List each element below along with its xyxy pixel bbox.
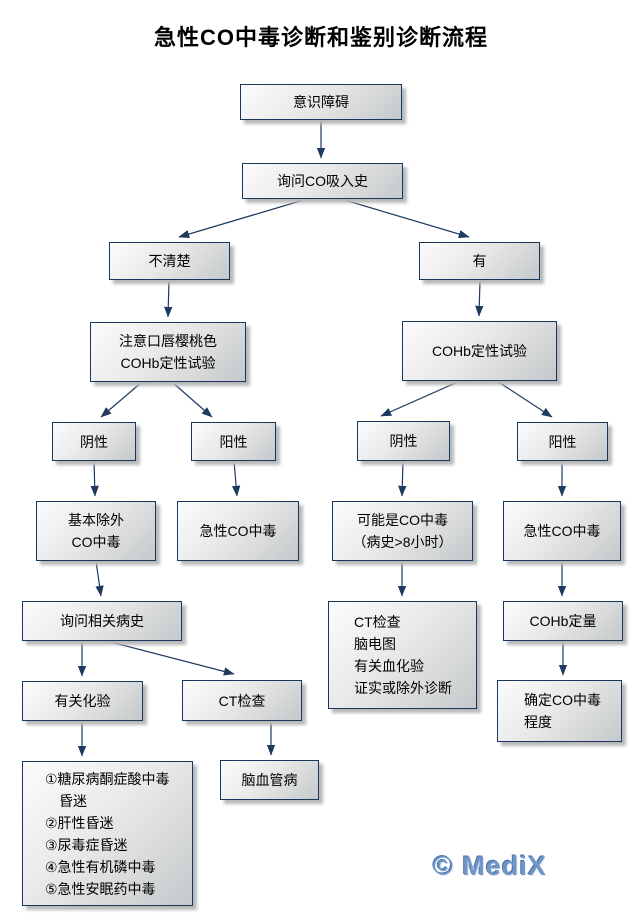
node-label: ①糖尿病酮症酸中毒 昏迷 ②肝性昏迷 ③尿毒症昏迷 ④急性有机磷中毒 ⑤急性安眠… bbox=[45, 770, 170, 897]
node-related-tests: 有关化验 bbox=[22, 681, 143, 721]
node-label: 询问CO吸入史 bbox=[277, 173, 368, 189]
node-yes: 有 bbox=[419, 242, 540, 280]
node-ct-eeg-panel: CT检查 脑电图 有关血化验 证实或除外诊断 bbox=[328, 601, 477, 709]
node-label: 有关化验 bbox=[54, 693, 111, 709]
node-label: 确定CO中毒 程度 bbox=[524, 692, 601, 730]
node-label: 急性CO中毒 bbox=[199, 523, 277, 539]
node-label: COHb定性试验 bbox=[432, 343, 527, 359]
node-possible-co: 可能是CO中毒 （病史>8小时） bbox=[332, 501, 473, 561]
node-ask-co-history: 询问CO吸入史 bbox=[242, 163, 403, 199]
node-label: 基本除外 CO中毒 bbox=[68, 512, 124, 550]
node-acute-co-left: 急性CO中毒 bbox=[177, 501, 299, 561]
node-differential-list: ①糖尿病酮症酸中毒 昏迷 ②肝性昏迷 ③尿毒症昏迷 ④急性有机磷中毒 ⑤急性安眠… bbox=[22, 761, 193, 906]
node-unclear: 不清楚 bbox=[109, 242, 230, 280]
medix-logo: © MediX bbox=[433, 851, 547, 881]
node-label: 询问相关病史 bbox=[60, 613, 144, 629]
node-cerebrovascular-disease: 脑血管病 bbox=[220, 760, 319, 800]
page-title: 急性CO中毒诊断和鉴别诊断流程 bbox=[153, 25, 488, 50]
node-cherry-lips-cohb-test: 注意口唇樱桃色 COHb定性试验 bbox=[90, 322, 246, 382]
node-consciousness-disorder: 意识障碍 bbox=[240, 84, 402, 120]
node-ct-exam: CT检查 bbox=[182, 680, 302, 721]
node-cohb-quantitative: COHb定量 bbox=[503, 601, 623, 641]
node-rule-out-co: 基本除外 CO中毒 bbox=[36, 501, 156, 561]
node-label: 阴性 bbox=[80, 433, 108, 450]
node-label: 可能是CO中毒 （病史>8小时） bbox=[352, 512, 453, 550]
node-ask-related-history: 询问相关病史 bbox=[22, 601, 182, 641]
node-label: 阴性 bbox=[389, 433, 418, 449]
node-label: 阳性 bbox=[548, 433, 577, 450]
node-confirm-co-degree: 确定CO中毒 程度 bbox=[497, 680, 622, 742]
node-label: CT检查 bbox=[218, 692, 266, 709]
node-label: COHb定量 bbox=[529, 613, 597, 629]
node-cohb-qualitative-test: COHb定性试验 bbox=[402, 321, 557, 381]
node-label: 注意口唇樱桃色 COHb定性试验 bbox=[119, 333, 217, 371]
node-label: 急性CO中毒 bbox=[523, 523, 601, 539]
node-label: 阳性 bbox=[219, 433, 248, 450]
node-label: 有 bbox=[472, 253, 487, 269]
node-negative-left: 阴性 bbox=[52, 422, 136, 461]
node-label: 脑血管病 bbox=[241, 772, 298, 788]
node-label: 意识障碍 bbox=[293, 94, 349, 110]
node-acute-co-right: 急性CO中毒 bbox=[503, 501, 621, 561]
node-positive-left: 阳性 bbox=[191, 422, 276, 461]
node-label: CT检查 脑电图 有关血化验 证实或除外诊断 bbox=[354, 614, 452, 696]
node-negative-right: 阴性 bbox=[357, 421, 450, 461]
node-positive-right: 阳性 bbox=[517, 422, 608, 461]
node-label: 不清楚 bbox=[148, 253, 191, 269]
